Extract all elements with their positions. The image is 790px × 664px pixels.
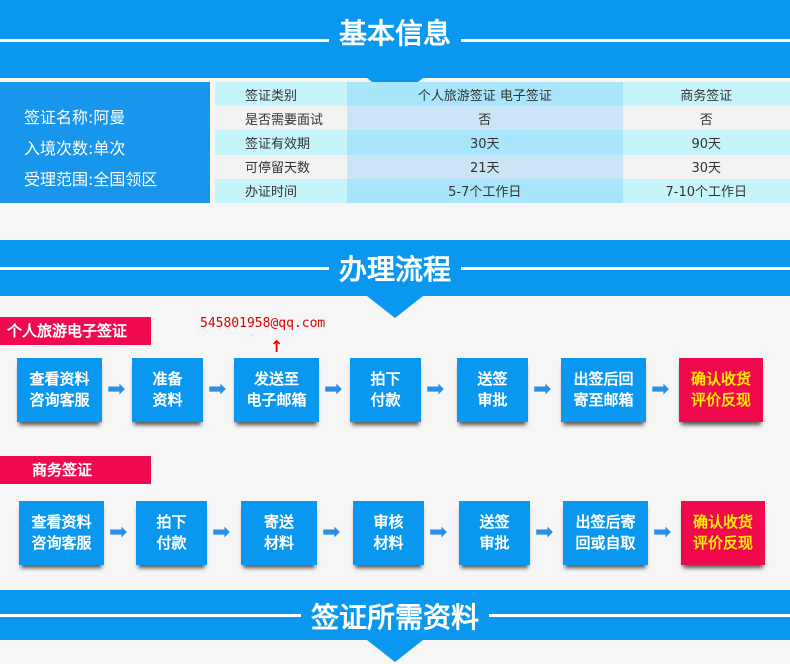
cell: 7-10个工作日: [622, 178, 790, 203]
step-label: 拍下: [370, 370, 401, 388]
step-label: 确认收货: [690, 370, 751, 388]
step-label: 资料: [152, 391, 183, 409]
step-label: 评价反现: [690, 391, 751, 409]
flow-tag-personal: 个人旅游电子签证: [0, 317, 151, 345]
step-label: 出签后回: [573, 370, 634, 388]
section-banner-process: 办理流程: [0, 240, 790, 296]
process-step: 拍下付款: [136, 501, 207, 565]
process-step: 查看资料咨询客服: [19, 501, 104, 565]
arrow-right-icon: ➡: [212, 520, 231, 545]
step-label: 审核: [373, 513, 404, 531]
process-step: 送签审批: [457, 358, 528, 422]
step-label: 材料: [373, 534, 404, 552]
cell: 30天: [622, 154, 790, 179]
arrow-right-icon: ➡: [429, 520, 448, 545]
banner-pointer: [367, 640, 423, 662]
table-row: 是否需要面试否否: [215, 106, 790, 131]
step-label: 确认收货: [692, 513, 753, 531]
step-label: 寄至邮箱: [573, 391, 634, 409]
banner-pointer: [367, 296, 423, 318]
process-step: 审核材料: [353, 501, 424, 565]
step-label: 咨询客服: [31, 534, 92, 552]
arrow-right-icon: ➡: [109, 520, 128, 545]
cell: 21天: [347, 154, 623, 179]
cell: 5-7个工作日: [347, 178, 623, 203]
arrow-right-icon: ➡: [208, 377, 227, 402]
row-label: 办证时间: [215, 178, 347, 203]
step-label: 咨询客服: [29, 391, 90, 409]
step-label: 回或自取: [575, 534, 636, 552]
step-label: 拍下: [156, 513, 187, 531]
row-label: 是否需要面试: [215, 106, 347, 131]
step-label: 付款: [156, 534, 187, 552]
process-step: 确认收货评价反现: [679, 358, 763, 422]
section-title: 签证所需资料: [300, 596, 490, 636]
section-title: 基本信息: [328, 12, 462, 52]
step-label: 材料: [263, 534, 294, 552]
process-step: 准备资料: [132, 358, 203, 422]
section-banner-basic: 基本信息: [0, 0, 790, 78]
email-address: 545801958@qq.com: [200, 316, 326, 331]
arrow-right-icon: ➡: [107, 377, 126, 402]
step-label: 准备: [152, 370, 183, 388]
cell: 否: [622, 106, 790, 131]
step-label: 审批: [479, 534, 510, 552]
visa-summary: 签证名称:阿曼 入境次数:单次 受理范围:全国领区: [0, 82, 210, 203]
visa-scope: 受理范围:全国领区: [24, 170, 158, 189]
cell: 30天: [347, 130, 623, 155]
process-step: 送签审批: [459, 501, 530, 565]
arrow-right-icon: ➡: [324, 377, 343, 402]
process-step: 拍下付款: [350, 358, 421, 422]
step-label: 查看资料: [31, 513, 92, 531]
arrow-right-icon: ➡: [533, 377, 552, 402]
row-label: 签证有效期: [215, 130, 347, 155]
arrow-right-icon: ➡: [535, 520, 554, 545]
step-label: 电子邮箱: [246, 391, 307, 409]
process-step: 查看资料咨询客服: [17, 358, 102, 422]
step-label: 查看资料: [29, 370, 90, 388]
process-step: 确认收货评价反现: [681, 501, 765, 565]
section-banner-materials: 签证所需资料: [0, 590, 790, 640]
up-arrow-icon: ↑: [270, 337, 284, 356]
process-step: 寄送材料: [241, 501, 317, 565]
step-label: 寄送: [263, 513, 294, 531]
arrow-right-icon: ➡: [651, 377, 670, 402]
arrow-right-icon: ➡: [653, 520, 672, 545]
step-label: 付款: [370, 391, 401, 409]
step-label: 发送至: [253, 370, 299, 388]
arrow-right-icon: ➡: [322, 520, 341, 545]
step-label: 送签: [479, 513, 510, 531]
row-label: 可停留天数: [215, 154, 347, 179]
cell: 个人旅游签证 电子签证: [347, 82, 623, 107]
row-label: 签证类别: [215, 82, 347, 107]
flow-tag-business: 商务签证: [0, 456, 151, 484]
process-step: 出签后寄回或自取: [563, 501, 648, 565]
visa-name: 签证名称:阿曼: [24, 108, 126, 127]
step-label: 送签: [477, 370, 508, 388]
table-row: 签证类别个人旅游签证 电子签证商务签证: [215, 82, 790, 107]
process-step: 发送至电子邮箱: [234, 358, 319, 422]
step-label: 审批: [477, 391, 508, 409]
cell: 否: [347, 106, 623, 131]
step-label: 评价反现: [692, 534, 753, 552]
step-label: 出签后寄: [575, 513, 636, 531]
section-title: 办理流程: [328, 248, 462, 288]
arrow-right-icon: ➡: [426, 377, 445, 402]
process-step: 出签后回寄至邮箱: [561, 358, 646, 422]
cell: 90天: [622, 130, 790, 155]
cell: 商务签证: [622, 82, 790, 107]
visa-entries: 入境次数:单次: [24, 139, 126, 158]
